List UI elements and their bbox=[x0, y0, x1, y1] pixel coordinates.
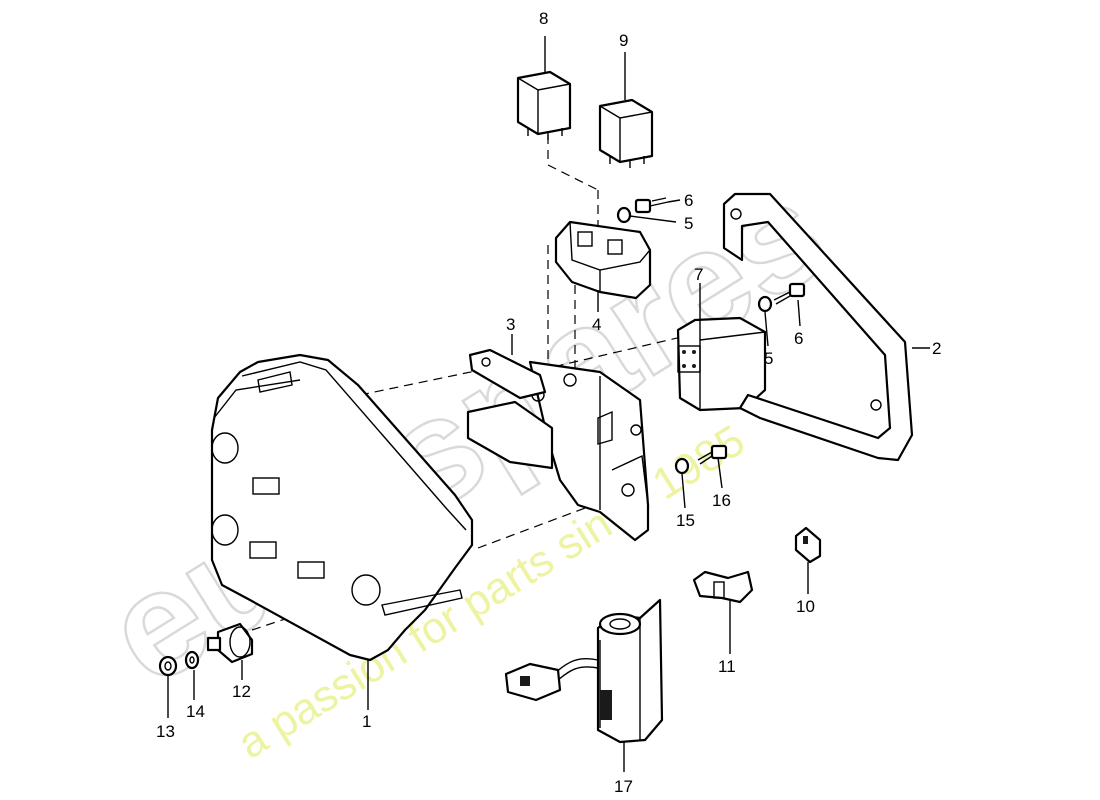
callout-7: 7 bbox=[694, 265, 703, 284]
washer-5a bbox=[616, 206, 632, 224]
part-relay-8 bbox=[516, 70, 572, 140]
part-cover bbox=[210, 353, 474, 662]
part-relay-9 bbox=[598, 98, 654, 168]
callout-8: 8 bbox=[539, 9, 548, 28]
part-fuse bbox=[794, 526, 822, 564]
callout-14: 14 bbox=[186, 702, 205, 721]
callout-4: 4 bbox=[592, 315, 601, 334]
part-rubber-mount bbox=[206, 622, 254, 664]
part-control-unit bbox=[676, 316, 767, 412]
callout-5a: 5 bbox=[684, 214, 693, 233]
callout-15: 15 bbox=[676, 511, 695, 530]
callout-3: 3 bbox=[506, 315, 515, 334]
callout-10: 10 bbox=[796, 597, 815, 616]
part-mounting-bracket bbox=[466, 360, 650, 542]
callout-16: 16 bbox=[712, 491, 731, 510]
callout-17: 17 bbox=[614, 777, 633, 796]
callout-12: 12 bbox=[232, 682, 251, 701]
screw-6a bbox=[634, 197, 669, 214]
callout-2: 2 bbox=[932, 339, 941, 358]
screw-6b bbox=[773, 282, 806, 305]
part-cable-clip bbox=[692, 570, 754, 604]
part-nut-13 bbox=[158, 655, 178, 677]
callout-13: 13 bbox=[156, 722, 175, 741]
callout-9: 9 bbox=[619, 31, 628, 50]
part-connector bbox=[504, 598, 664, 744]
screw-16 bbox=[697, 444, 728, 465]
leader-lines bbox=[167, 36, 930, 772]
callout-6a: 6 bbox=[684, 191, 693, 210]
washer-15 bbox=[674, 457, 690, 475]
part-strap-bracket bbox=[468, 348, 547, 400]
callout-1: 1 bbox=[362, 712, 371, 731]
part-frame bbox=[722, 192, 914, 462]
part-relay-holder bbox=[554, 220, 652, 300]
callout-11: 11 bbox=[718, 657, 736, 676]
callout-5b: 5 bbox=[764, 349, 773, 368]
fasteners bbox=[616, 197, 806, 475]
washer-5b bbox=[757, 295, 773, 313]
callout-6b: 6 bbox=[794, 329, 803, 348]
callout-labels: 8 9 6 5 4 3 7 6 5 2 15 16 10 11 12 1 13 … bbox=[156, 9, 941, 796]
part-washer-14 bbox=[184, 650, 200, 670]
